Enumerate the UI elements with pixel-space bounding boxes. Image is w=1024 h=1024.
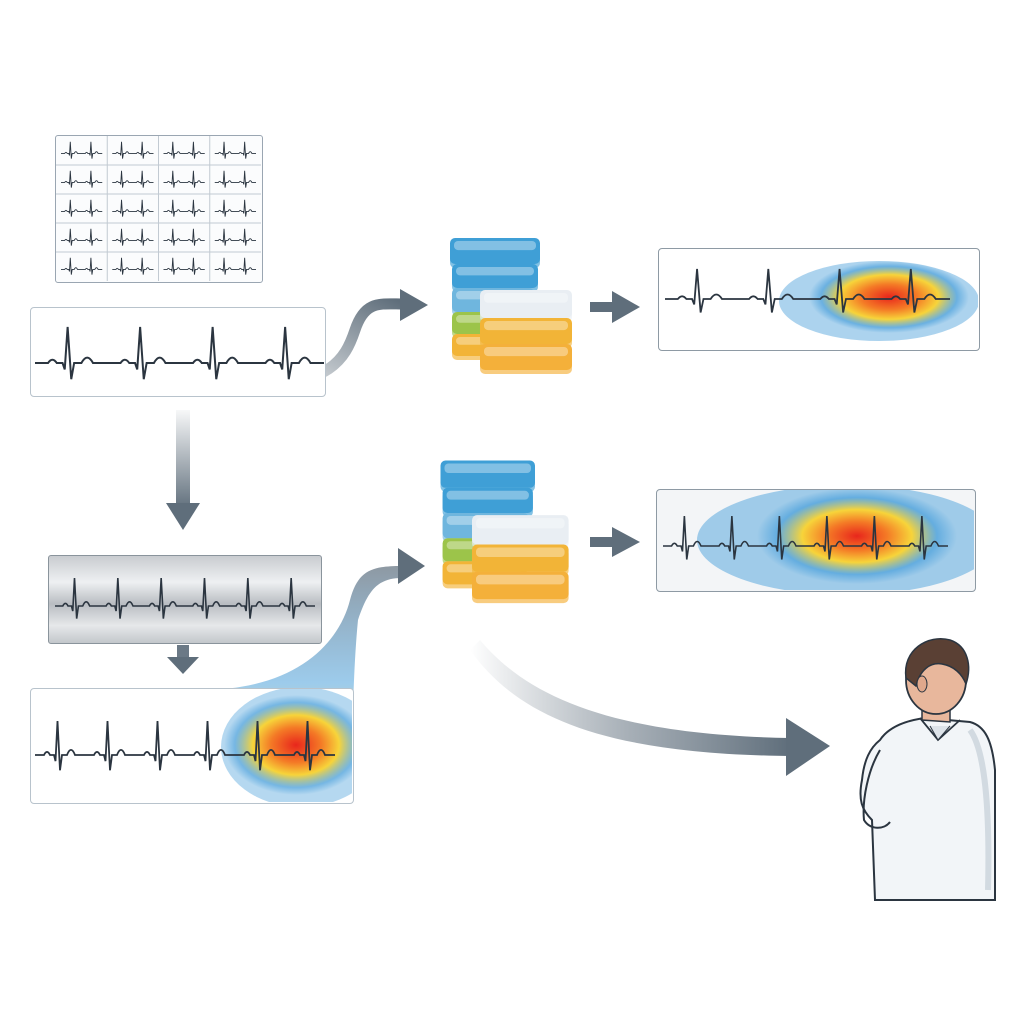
ecg-lead-trace <box>112 170 154 188</box>
model-block <box>480 318 572 348</box>
ecg-lead-trace <box>61 199 103 217</box>
model-block <box>480 344 572 374</box>
arrow-icon <box>470 640 830 776</box>
ecg-single-panel <box>30 307 326 397</box>
stacked-blocks-icon <box>440 460 569 604</box>
ecg-lead-trace <box>112 199 154 217</box>
ecg-waveform-icon <box>663 490 974 590</box>
ecg-lead-trace <box>214 141 256 159</box>
ecg-lead-trace <box>214 228 256 246</box>
ecg-waveform-icon <box>35 326 324 380</box>
ecg-waveform-icon <box>35 689 352 802</box>
person-icon <box>859 638 996 901</box>
model-block <box>450 238 540 268</box>
ecg-trace <box>35 720 335 771</box>
ecg-lead-trace <box>112 257 154 275</box>
model-block <box>472 515 569 549</box>
ecg-lead-trace <box>163 228 205 246</box>
ecg-waveform-icon <box>55 577 315 619</box>
ecg-lead-trace <box>112 141 154 159</box>
arrow-icon <box>590 291 640 323</box>
ecg-trace <box>665 268 950 313</box>
model-block <box>440 460 535 492</box>
model-block <box>472 571 569 604</box>
ecg-lead-trace <box>163 257 205 275</box>
ecg-noisy-panel <box>48 555 322 644</box>
model-block <box>442 487 533 517</box>
ecg-lead-trace <box>214 199 256 217</box>
ecg-heatmap-panel <box>30 688 354 804</box>
ecg-lead-trace <box>61 170 103 188</box>
arrow-icon <box>590 527 640 557</box>
output-heatmap-panel-2 <box>656 489 976 592</box>
stacked-blocks-icon <box>450 238 572 374</box>
model-block <box>480 290 572 322</box>
ecg-trace <box>663 515 948 560</box>
model-block <box>472 544 569 576</box>
ecg-lead-trace <box>61 257 103 275</box>
output-heatmap-panel-1 <box>658 248 980 351</box>
model-block <box>452 264 538 292</box>
ecg-lead-trace <box>163 170 205 188</box>
arrow-icon <box>166 410 200 530</box>
ecg-waveform-icon <box>665 261 978 341</box>
ecg-lead-trace <box>61 141 103 159</box>
ecg-trace <box>35 326 324 380</box>
ecg-waveform-icon <box>56 136 261 281</box>
ecg-grid-panel <box>55 135 263 283</box>
arrow-icon <box>167 645 199 674</box>
ecg-lead-trace <box>61 228 103 246</box>
ecg-lead-trace <box>112 228 154 246</box>
ecg-lead-trace <box>214 170 256 188</box>
ecg-lead-trace <box>163 199 205 217</box>
ecg-lead-trace <box>163 141 205 159</box>
ecg-trace <box>55 577 315 619</box>
ecg-lead-trace <box>214 257 256 275</box>
